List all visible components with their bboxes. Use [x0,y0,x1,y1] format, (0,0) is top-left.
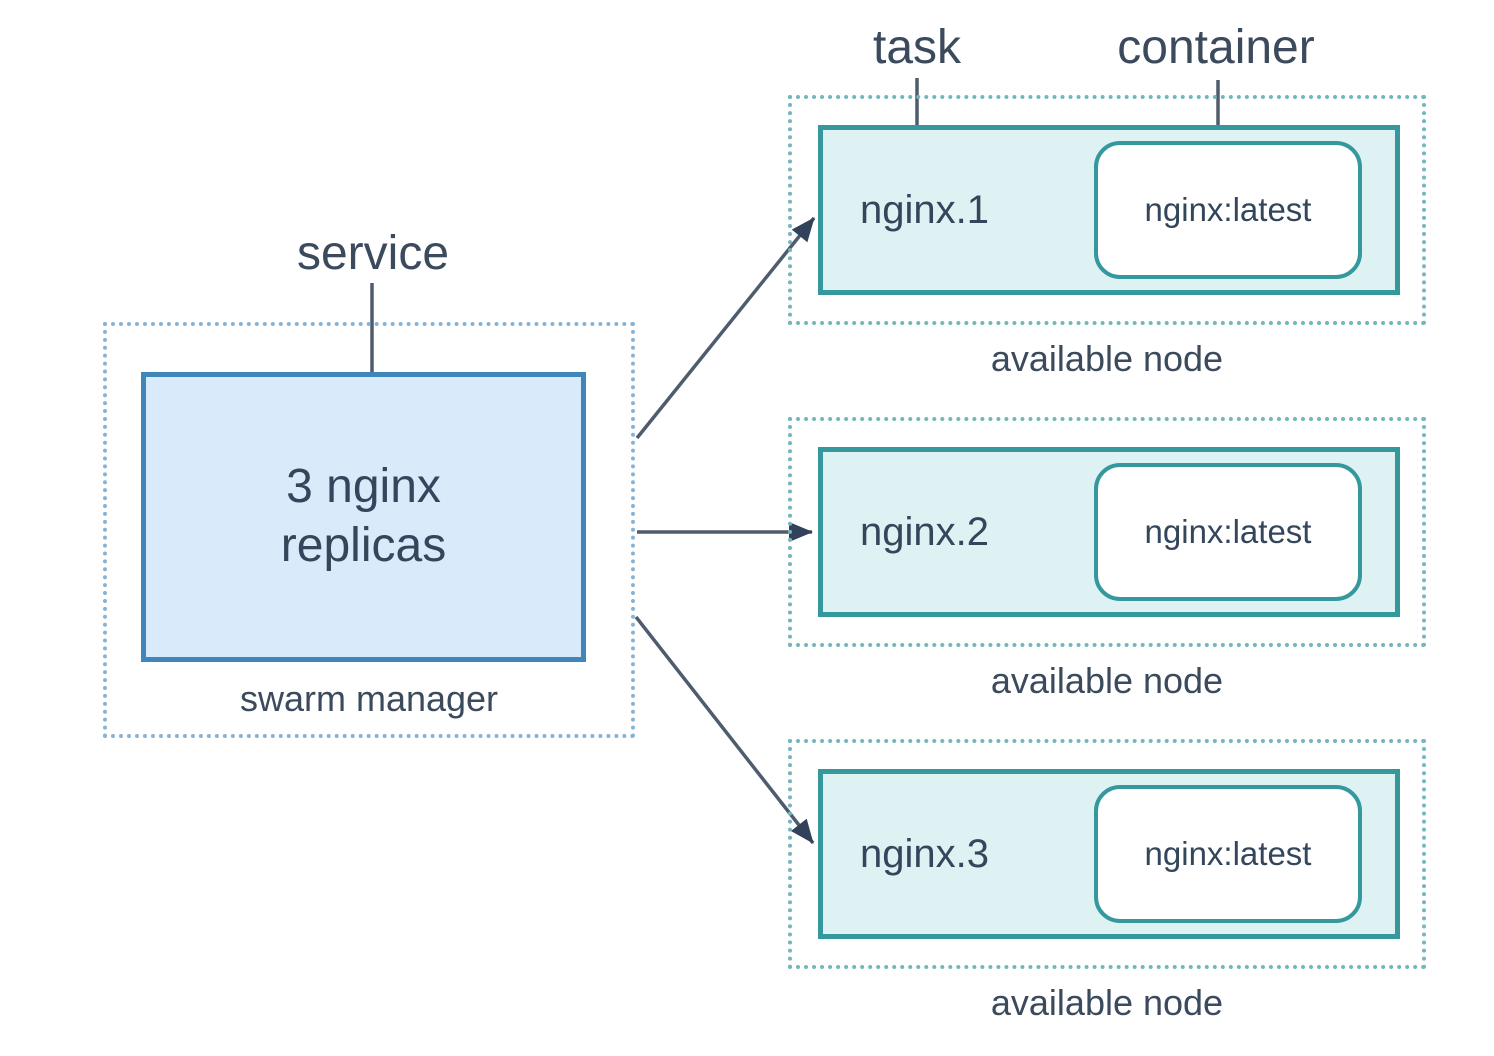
container-image-label: nginx:latest [1144,835,1312,872]
service-replicas-text: 3 nginx replicas [280,460,447,572]
swarm-manager-group: 3 nginx replicas swarm manager [103,322,635,738]
container-label: container [1117,21,1315,74]
node-2-boundary: nginx.2 nginx:latest [788,417,1426,647]
container-box: nginx:latest [1094,463,1362,601]
service-label: service [296,227,450,280]
task-box-nginx-3: nginx.3 nginx:latest [818,769,1400,939]
container-image-label: nginx:latest [1144,513,1312,550]
node-2-caption: available node [990,660,1224,701]
service-box: 3 nginx replicas [141,372,586,662]
task-box-nginx-1: nginx.1 nginx:latest [818,125,1400,295]
task-name: nginx.1 [860,187,989,232]
container-image-label: nginx:latest [1144,191,1312,228]
arrow-service-to-node-1 [635,216,816,440]
node-1-boundary: nginx.1 nginx:latest [788,95,1426,325]
node-group-3: nginx.3 nginx:latest available node [788,739,1426,1024]
node-3-caption: available node [990,982,1224,1023]
task-name: nginx.2 [860,509,989,554]
task-name: nginx.3 [860,831,989,876]
node-1-caption: available node [990,338,1224,379]
task-label: task [872,21,962,74]
container-box: nginx:latest [1094,141,1362,279]
container-box: nginx:latest [1094,785,1362,923]
task-box-nginx-2: nginx.2 nginx:latest [818,447,1400,617]
node-3-boundary: nginx.3 nginx:latest [788,739,1426,969]
node-group-1: nginx.1 nginx:latest available node [788,95,1426,380]
node-group-2: nginx.2 nginx:latest available node [788,417,1426,702]
arrow-service-to-node-3 [634,615,815,845]
swarm-manager-caption: swarm manager [239,678,499,719]
